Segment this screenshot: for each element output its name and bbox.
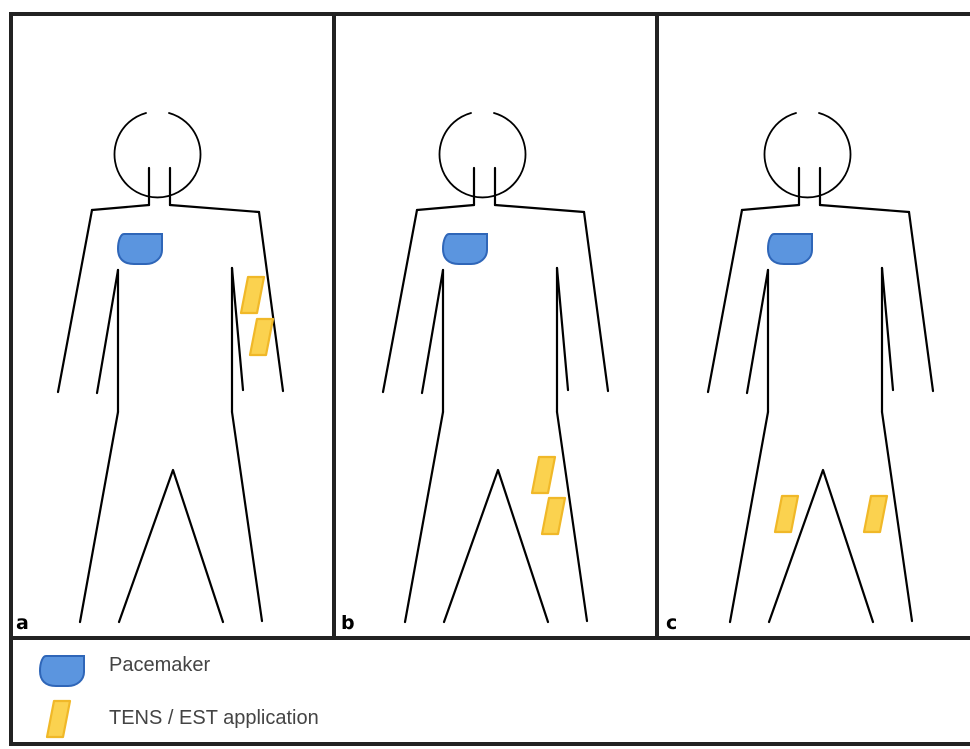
legend-electrode-label: TENS / EST application [109, 707, 319, 729]
legend: Pacemaker TENS / EST application [40, 654, 319, 737]
pacemaker-icon [768, 234, 812, 264]
panel-b: b [341, 113, 608, 634]
electrode-pad-upper-arm [241, 277, 264, 313]
legend-electrode-icon [47, 701, 70, 737]
pacemaker-icon [118, 234, 162, 264]
figure-frame [11, 14, 970, 744]
panel-a: a [16, 113, 283, 634]
electrode-pad-right-thigh [775, 496, 798, 532]
legend-pacemaker-label: Pacemaker [109, 654, 210, 676]
panel-letter-a: a [16, 612, 29, 634]
pacemaker-icon [443, 234, 487, 264]
panel-letter-c: c [666, 612, 677, 634]
electrode-pad-forearm [250, 319, 273, 355]
legend-pacemaker-icon [40, 656, 84, 686]
panel-c: c [666, 113, 933, 634]
electrode-pad-lower-thigh [542, 498, 565, 534]
body-outline [58, 113, 283, 622]
electrode-pad-left-thigh [864, 496, 887, 532]
body-outline [383, 113, 608, 622]
body-outline [708, 113, 933, 622]
electrode-pad-upper-thigh [532, 457, 555, 493]
panel-letter-b: b [341, 612, 355, 634]
